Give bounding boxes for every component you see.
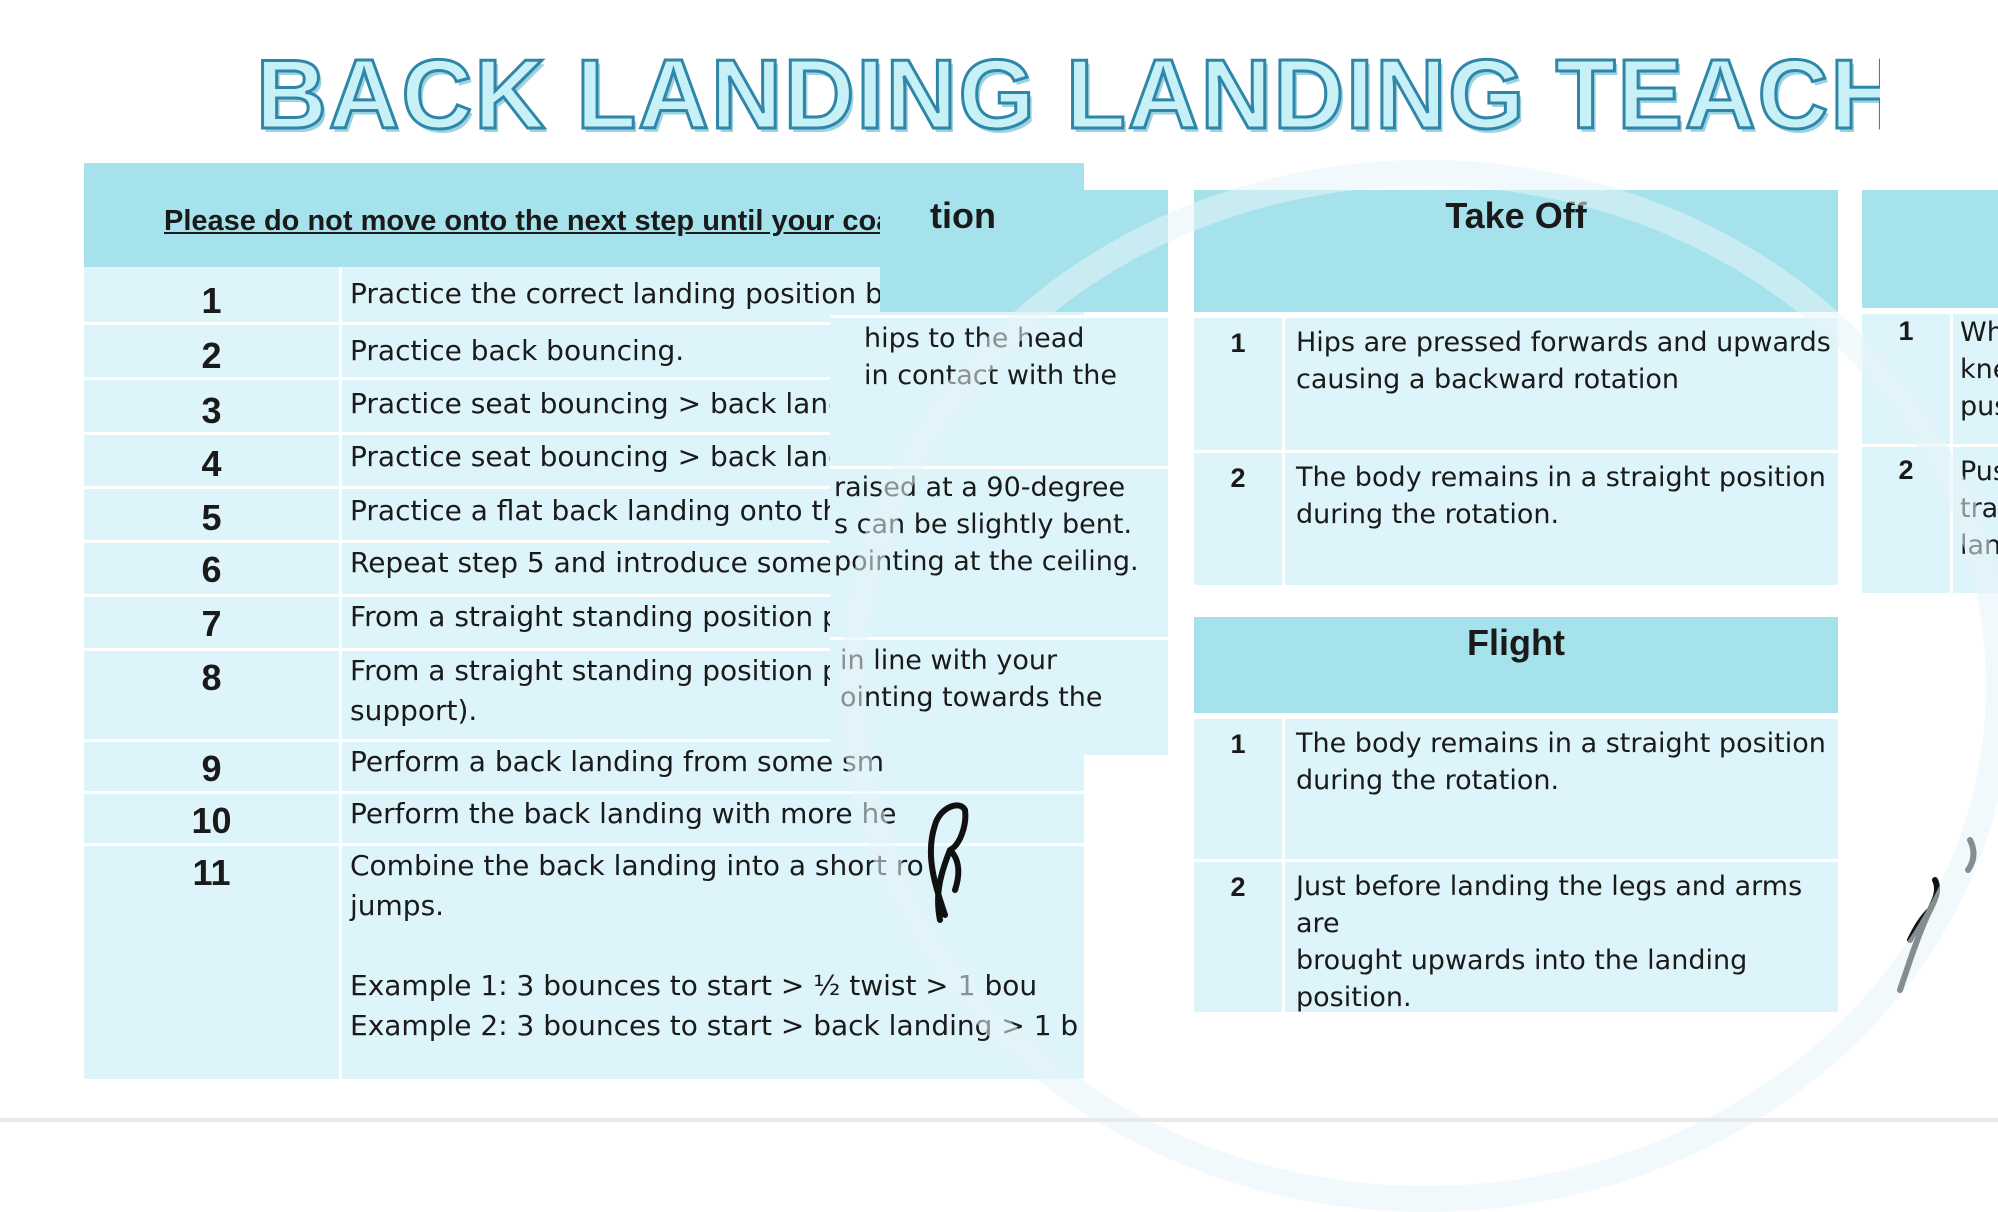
take-off-row: 1 Hips are pressed forwards and upwards … xyxy=(1194,315,1838,450)
step-text: Repeat step 5 and introduce some xyxy=(350,546,834,579)
flight-row-number: 1 xyxy=(1230,729,1246,759)
step-number: 10 xyxy=(191,800,232,841)
take-off-row-text: Hips are pressed forwards and upwards ca… xyxy=(1296,327,1831,395)
row-divider xyxy=(1282,453,1285,585)
row-divider xyxy=(1282,862,1285,1012)
step-number: 2 xyxy=(201,335,222,376)
landing-row-text: Wh kne pus xyxy=(1960,317,1998,422)
landing-row-text: Pus tra lan xyxy=(1960,456,1998,561)
flight-header: Flight xyxy=(1194,617,1838,713)
landing-table-partial: 1 Wh kne pus 2 Pus tra lan xyxy=(1862,190,1998,610)
step-number: 7 xyxy=(201,603,222,644)
position-table-header: tion xyxy=(880,190,1168,312)
step-text: Perform a back landing from some sm xyxy=(350,745,885,778)
row-divider xyxy=(1282,318,1285,450)
step-row: 6 Repeat step 5 and introduce some xyxy=(84,543,1084,597)
step-row: 5 Practice a flat back landing onto th xyxy=(84,489,1084,543)
position-row-text: in line with your ointing towards the xyxy=(840,645,1103,713)
step-number: 6 xyxy=(201,549,222,590)
flight-row-text: The body remains in a straight position … xyxy=(1296,728,1826,796)
position-row-text: raised at a 90-degree s can be slightly … xyxy=(834,472,1139,577)
landing-header xyxy=(1862,190,1998,308)
flight-row: 2 Just before landing the legs and arms … xyxy=(1194,859,1838,1013)
bottom-edge xyxy=(0,1118,1998,1122)
take-off-row-number: 2 xyxy=(1230,463,1246,493)
step-text: From a straight standing position pr xyxy=(350,600,852,633)
take-off-row: 2 The body remains in a straight positio… xyxy=(1194,450,1838,585)
landing-row-number: 1 xyxy=(1898,316,1914,346)
landing-row-number: 2 xyxy=(1898,455,1914,485)
position-table-title: tion xyxy=(930,195,996,236)
gymnast-sketch-icon xyxy=(927,802,969,923)
step-row: 2 Practice back bouncing. xyxy=(84,325,1084,380)
take-off-title: Take Off xyxy=(1445,195,1587,236)
landing-row: 1 Wh kne pus xyxy=(1862,311,1998,444)
step-number: 3 xyxy=(201,390,222,431)
step-text: Practice seat bouncing > back landing xyxy=(350,387,890,420)
step-text: Practice the correct landing position by xyxy=(350,277,900,310)
step-number: 8 xyxy=(201,657,222,698)
step-text: From a straight standing position pr sup… xyxy=(350,654,851,727)
row-divider xyxy=(1950,314,1953,444)
position-row-text: hips to the head in contact with the xyxy=(864,323,1117,391)
step-text: Practice a flat back landing onto th xyxy=(350,494,841,527)
step-text: Combine the back landing into a short ro… xyxy=(350,849,1079,1042)
step-row: 11 Combine the back landing into a short… xyxy=(84,846,1084,1079)
steps-column-divider xyxy=(339,267,342,1079)
step-number: 9 xyxy=(201,748,222,789)
flight-row: 1 The body remains in a straight positio… xyxy=(1194,716,1838,859)
step-number: 4 xyxy=(201,443,222,484)
flight-row-number: 2 xyxy=(1230,872,1246,902)
take-off-row-number: 1 xyxy=(1230,328,1246,358)
flight-row-text: Just before landing the legs and arms ar… xyxy=(1296,871,1803,1013)
title-clip: BACK LANDING LANDING TEACHIN xyxy=(0,0,1880,151)
step-number: 1 xyxy=(201,280,222,321)
row-divider xyxy=(1950,447,1953,593)
row-divider xyxy=(1282,719,1285,859)
step-number: 5 xyxy=(201,497,222,538)
step-number: 11 xyxy=(192,852,231,893)
position-table-row: raised at a 90-degree s can be slightly … xyxy=(830,466,1168,637)
gymnast-landing-sketch-icon xyxy=(1897,837,1977,993)
step-row: 7 From a straight standing position pr xyxy=(84,597,1084,651)
step-row: 1 Practice the correct landing position … xyxy=(84,270,1084,325)
step-text: Practice back bouncing. xyxy=(350,334,685,367)
step-row: 10 Perform the back landing with more he xyxy=(84,794,1084,846)
position-table-row: in line with your ointing towards the xyxy=(830,637,1168,755)
flight-title: Flight xyxy=(1467,622,1565,663)
take-off-row-text: The body remains in a straight position … xyxy=(1296,462,1826,530)
step-text: Perform the back landing with more he xyxy=(350,797,897,830)
step-text: Practice seat bouncing > back landin xyxy=(350,440,872,473)
landing-row: 2 Pus tra lan xyxy=(1862,444,1998,593)
steps-header-text: Please do not move onto the next step un… xyxy=(164,205,927,237)
page-title: BACK LANDING LANDING TEACHIN xyxy=(254,38,1880,151)
step-row: 8 From a straight standing position pr s… xyxy=(84,651,1084,742)
position-table-row: hips to the head in contact with the xyxy=(830,315,1168,466)
take-off-header: Take Off xyxy=(1194,190,1838,312)
